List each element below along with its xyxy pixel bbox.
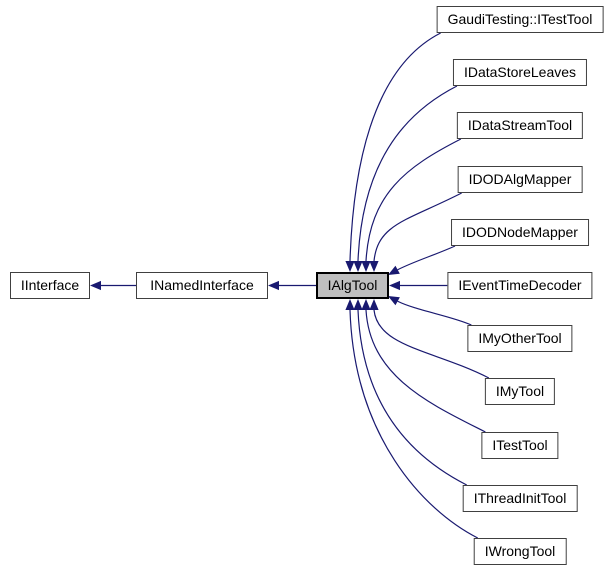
class-node-ialgtool: IAlgTool [316,272,389,299]
class-node-idatastreamtool[interactable]: IDataStreamTool [456,112,584,139]
class-node-idodnodemapper[interactable]: IDODNodeMapper [451,219,589,246]
class-node-iinterface[interactable]: IInterface [10,272,90,299]
class-node-itesttool[interactable]: ITestTool [481,432,559,459]
class-node-gauditesting-itesttool[interactable]: GaudiTesting::ITestTool [436,6,604,33]
class-node-idatastoreleaves[interactable]: IDataStoreLeaves [452,59,588,86]
class-node-ithreadinittool[interactable]: IThreadInitTool [462,485,578,512]
class-node-idodalgmapper[interactable]: IDODAlgMapper [457,166,583,193]
class-node-ieventtimedecoder[interactable]: IEventTimeDecoder [447,272,593,299]
class-node-imyothertool[interactable]: IMyOtherTool [467,325,573,352]
class-node-iwrongtool[interactable]: IWrongTool [473,538,567,565]
class-node-imytool[interactable]: IMyTool [484,378,556,405]
class-node-inamedinterface[interactable]: INamedInterface [136,272,268,299]
